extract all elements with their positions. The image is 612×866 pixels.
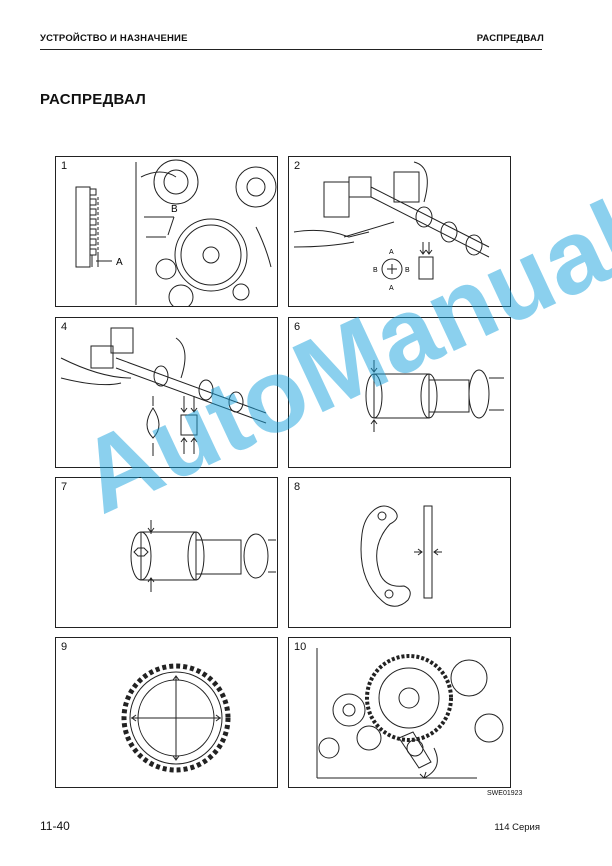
panel-number: 1	[61, 160, 68, 172]
panel-number: 9	[61, 641, 68, 653]
page-title: РАСПРЕДВАЛ	[40, 91, 147, 108]
figure-panel-10: 10	[288, 637, 511, 788]
figure-panel-9: 9	[55, 637, 278, 788]
journal-measure-illustration	[365, 360, 504, 432]
panel-number: 7	[61, 481, 68, 493]
camshaft-measure-illustration: A B B A	[293, 161, 490, 292]
lobe-measure-illustration	[60, 327, 267, 456]
panel-number: 10	[294, 641, 307, 653]
page-number: 11-40	[40, 819, 70, 833]
panel-number: 6	[294, 321, 301, 333]
header-right: РАСПРЕДВАЛ	[476, 33, 544, 44]
figure-panel-6: 6	[288, 317, 511, 468]
panel-number: 8	[294, 481, 301, 493]
panel-number: 2	[294, 160, 301, 172]
thrust-plate-illustration	[360, 505, 442, 607]
panel-number: 4	[61, 321, 68, 333]
camshaft-install-illustration	[316, 648, 504, 779]
label-b-left: B	[373, 267, 378, 274]
label-a-top: A	[389, 249, 394, 256]
gear-backlash-illustration: A B	[75, 159, 277, 306]
label-a-bottom: A	[389, 285, 394, 292]
shaft-end-illustration	[130, 520, 276, 592]
figure-panel-8: 8	[288, 477, 511, 628]
series-label: 114 Серия	[494, 822, 540, 833]
label-b-right: B	[405, 267, 410, 274]
figure-panel-1: 1 A B	[55, 156, 278, 307]
gear-diameter-illustration	[121, 663, 231, 773]
figure-code: SWE01923	[487, 790, 523, 797]
header-rule	[40, 49, 542, 50]
header-left: УСТРОЙСТВО И НАЗНАЧЕНИЕ	[40, 33, 188, 44]
label-a: A	[116, 257, 123, 268]
figure-panel-7: 7	[55, 477, 278, 628]
figure-panel-4: 4	[55, 317, 278, 468]
label-b: B	[171, 204, 178, 215]
figure-panel-2: 2 A B B A	[288, 156, 511, 307]
